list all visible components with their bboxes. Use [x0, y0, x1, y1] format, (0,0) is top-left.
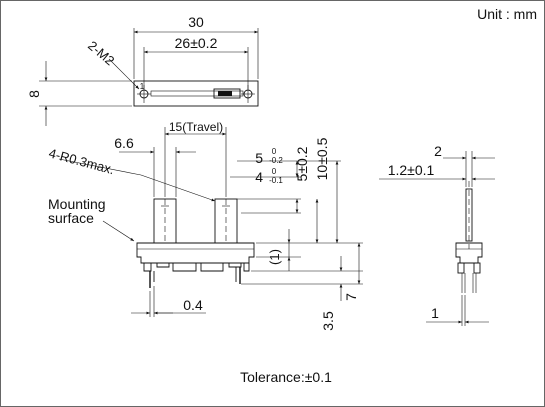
- unit-label: Unit : mm: [477, 6, 537, 22]
- dim-4-tol-top: 0: [272, 167, 277, 176]
- dim-height: 8: [26, 90, 42, 98]
- side-dim-1-2: 1.2±0.1: [388, 162, 435, 178]
- side-dim-1: 1: [431, 305, 439, 321]
- top-view: 1 30 26±0.2 2-M2 8: [26, 14, 259, 126]
- front-view: 15(Travel) 6.6 4-R0.3max. Mounting surfa…: [47, 120, 363, 331]
- top-view-slot: [150, 90, 244, 97]
- side-dim-2: 2: [434, 143, 442, 159]
- dim-5-tol-top: 0: [272, 147, 277, 156]
- dim-4-tol-bottom: -0.1: [269, 176, 283, 185]
- dim-4-nominal: 4: [255, 169, 263, 185]
- holes-label: 2-M2: [85, 38, 117, 69]
- dim-5-nominal: 5: [255, 150, 263, 166]
- front-view-body: [136, 242, 255, 264]
- radius-label: 4-R0.3max.: [47, 145, 116, 177]
- dim-3-5: 3.5: [320, 311, 336, 331]
- dim-travel: 15(Travel): [169, 120, 223, 134]
- dim-5-tol-bottom: -0.2: [269, 156, 283, 165]
- mounting-label-line1: Mounting: [48, 196, 106, 212]
- top-view-knob: [213, 88, 241, 99]
- mounting-label-line2: surface: [48, 210, 94, 226]
- dim-5-02: 5±0.2: [294, 146, 310, 181]
- dim-1-paren: (1): [267, 249, 282, 265]
- dim-6-6: 6.6: [114, 135, 134, 151]
- side-view: 2 1.2±0.1 1: [379, 143, 495, 326]
- dim-7: 7: [343, 293, 359, 301]
- top-view-body: [133, 80, 259, 107]
- svg-text:1: 1: [140, 82, 145, 91]
- side-view-lever: [465, 188, 473, 242]
- top-view-knob-fill: [218, 91, 232, 96]
- tolerance-note: Tolerance:±0.1: [240, 369, 332, 385]
- dim-10-05: 10±0.5: [314, 137, 330, 180]
- dim-0-4: 0.4: [183, 297, 203, 313]
- dim-pitch: 26±0.2: [175, 35, 218, 51]
- dim-width: 30: [188, 14, 204, 30]
